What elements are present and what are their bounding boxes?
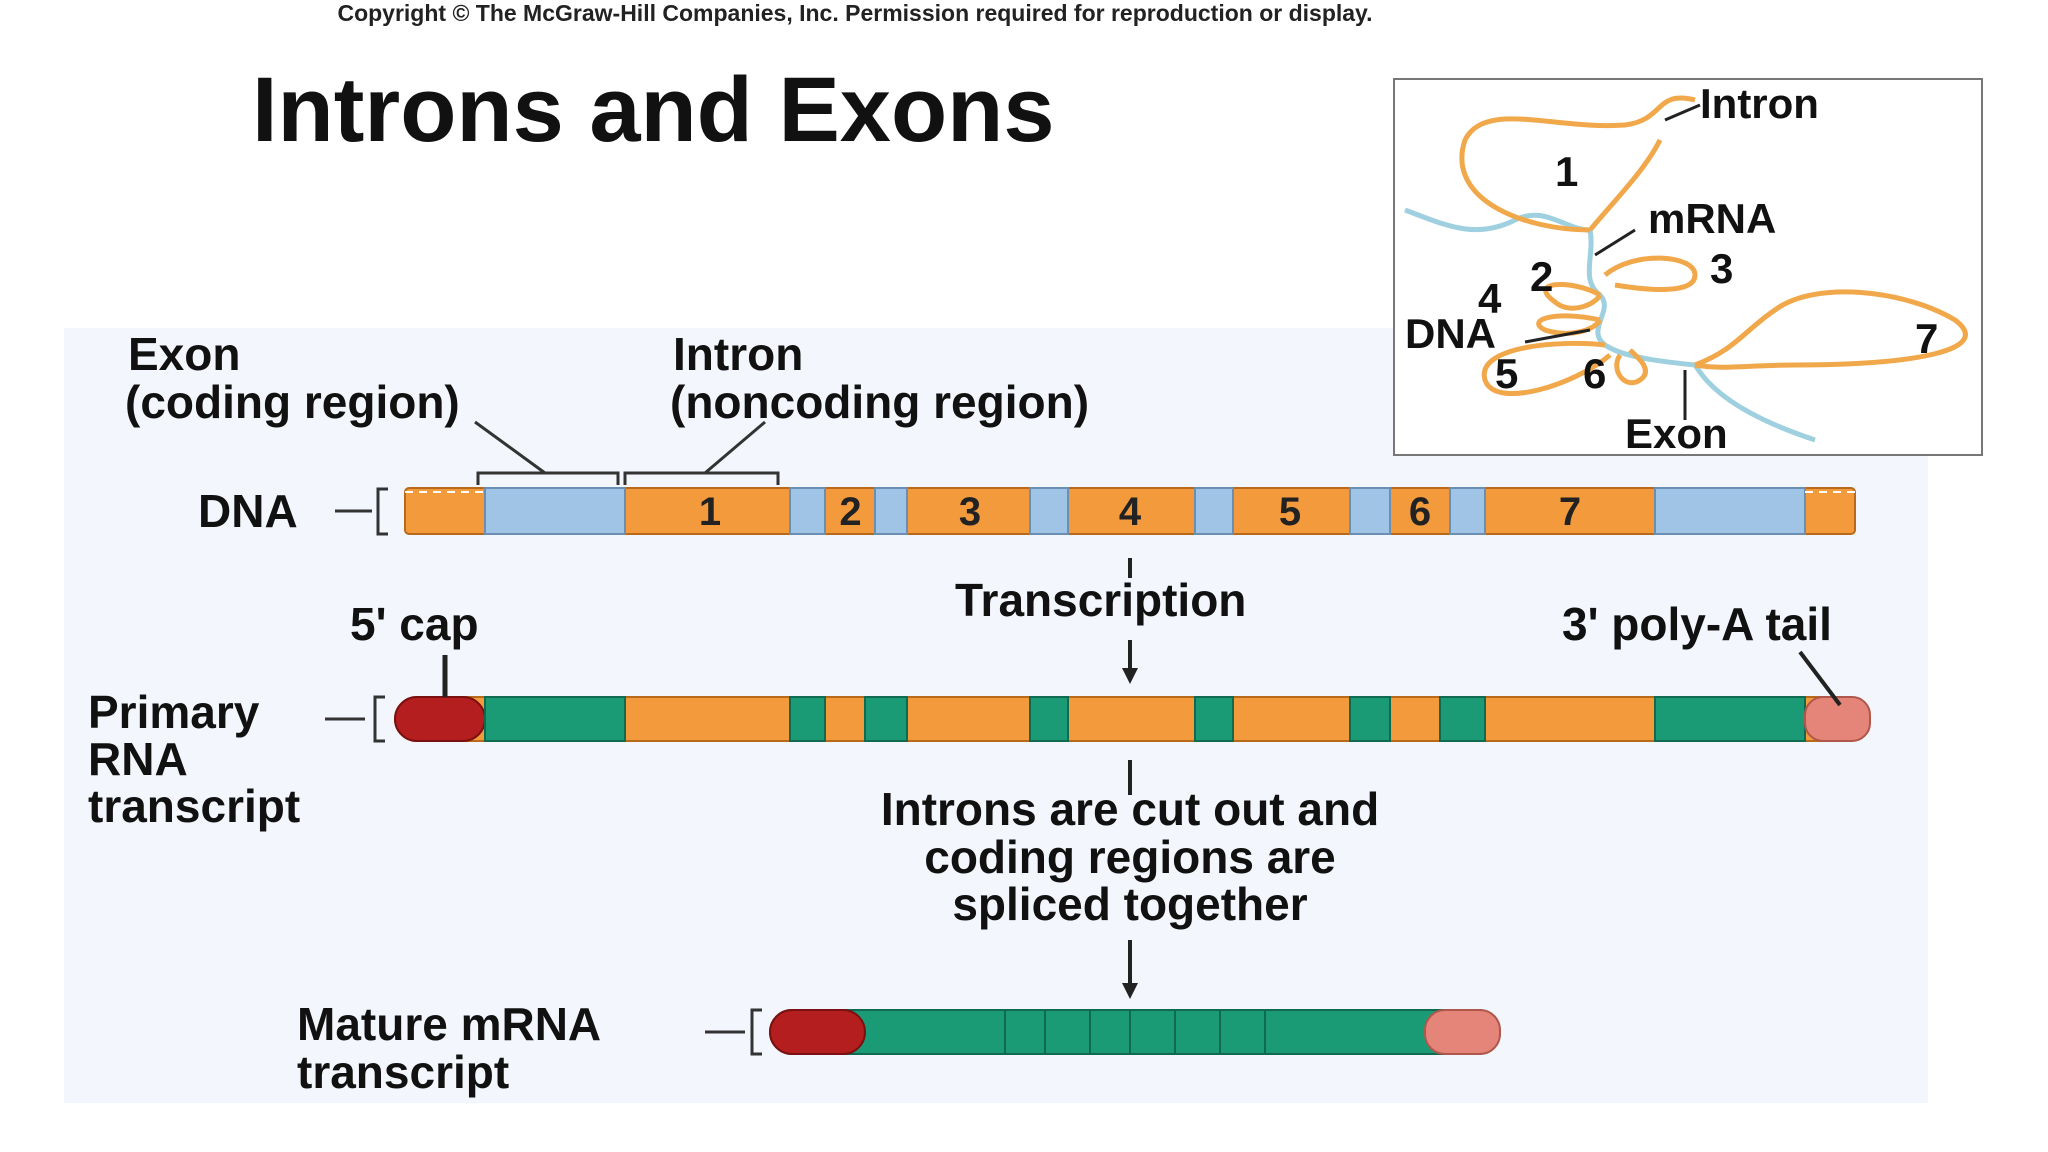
rna-exon-8 — [1654, 696, 1806, 742]
primary-rna-label-line2: RNA — [88, 733, 188, 785]
mature-mrna-coding — [769, 1009, 1501, 1055]
inset-loop-number-2: 2 — [1530, 253, 1554, 300]
mature-five-prime-cap — [769, 1009, 866, 1055]
splicing-label-line2: coding regions are — [924, 831, 1336, 883]
mature-mrna-label-line2: transcript — [297, 1046, 510, 1098]
exon-label: Exon — [128, 328, 241, 380]
rna-exon-3 — [864, 696, 908, 742]
rna-exon-4 — [1029, 696, 1069, 742]
intron-label: Intron — [673, 328, 804, 380]
dna-exon-5 — [1194, 487, 1234, 535]
mature-mrna-bracket — [705, 1008, 762, 1056]
five-prime-cap — [394, 696, 486, 742]
rna-exon-2 — [789, 696, 826, 742]
inset-pointer-lines — [1524, 103, 1701, 420]
dna-bracket — [335, 487, 388, 536]
dna-intron-background — [404, 487, 1856, 535]
dna-label: DNA — [198, 485, 298, 537]
page-title: Introns and Exons — [252, 59, 1055, 161]
intron-number-2: 2 — [839, 490, 862, 534]
dna-strand — [404, 487, 1856, 535]
inset-loop-number-7: 7 — [1915, 315, 1939, 362]
rna-exon-7 — [1439, 696, 1486, 742]
rna-exon-6 — [1349, 696, 1391, 742]
intron-number-1: 1 — [698, 490, 722, 534]
poly-a-tail — [1804, 696, 1871, 742]
exon-sublabel: (coding region) — [125, 376, 460, 428]
poly-a-tail-label: 3' poly-A tail — [1562, 598, 1832, 650]
dna-exon-3 — [874, 487, 908, 535]
mature-mrna-strand — [769, 1009, 1501, 1055]
intron-number-5: 5 — [1278, 490, 1302, 534]
inset-loop-number-3: 3 — [1710, 245, 1734, 292]
primary-rna-strand — [394, 696, 1871, 742]
inset-loop-number-4: 4 — [1478, 275, 1502, 322]
primary-rna-bracket — [325, 695, 385, 743]
mature-mrna-label-line1: Mature mRNA — [297, 998, 602, 1050]
rna-exon-5 — [1194, 696, 1234, 742]
region-brackets — [474, 420, 780, 485]
mature-poly-a-tail — [1424, 1009, 1501, 1055]
primary-rna-label-line3: transcript — [88, 780, 301, 832]
dna-exon-1 — [484, 487, 626, 535]
splicing-label-line3: spliced together — [952, 878, 1308, 930]
dna-exon-4 — [1029, 487, 1069, 535]
inset-loop-number-1: 1 — [1555, 148, 1579, 195]
inset-exon-label: Exon — [1625, 410, 1728, 457]
intron-number-6: 6 — [1408, 490, 1432, 534]
inset-dna-label: DNA — [1405, 310, 1496, 357]
intron-number-4: 4 — [1118, 490, 1142, 534]
inset-intron-label: Intron — [1700, 80, 1819, 127]
splicing-arrow — [1122, 760, 1138, 999]
inset-intron-loops — [1459, 95, 1968, 397]
dna-exon-6 — [1349, 487, 1391, 535]
inset-loop-number-6: 6 — [1583, 350, 1607, 397]
five-prime-cap-label: 5' cap — [350, 598, 479, 650]
dna-exon-7 — [1449, 487, 1486, 535]
intron-sublabel: (noncoding region) — [670, 376, 1090, 428]
dna-exon-2 — [789, 487, 826, 535]
inset-mrna-label: mRNA — [1648, 195, 1777, 242]
intron-number-7: 7 — [1558, 490, 1582, 534]
inset-loop-number-5: 5 — [1495, 350, 1519, 397]
rna-exon-1 — [484, 696, 626, 742]
primary-rna-label-line1: Primary — [88, 686, 260, 738]
transcription-arrow — [1122, 558, 1138, 684]
copyright-notice: Copyright © The McGraw-Hill Companies, I… — [337, 0, 1373, 26]
inset-loops-drawing — [1404, 95, 1968, 443]
intron-number-3: 3 — [958, 490, 982, 534]
transcription-label: Transcription — [955, 574, 1247, 626]
tail-pointer — [1798, 650, 1842, 707]
inset-hybrid-diagram: Intron mRNA DNA Exon 1 2 3 4 5 6 7 — [1393, 78, 1983, 457]
dna-exon-8 — [1654, 487, 1806, 535]
splicing-label-line1: Introns are cut out and — [880, 783, 1380, 835]
